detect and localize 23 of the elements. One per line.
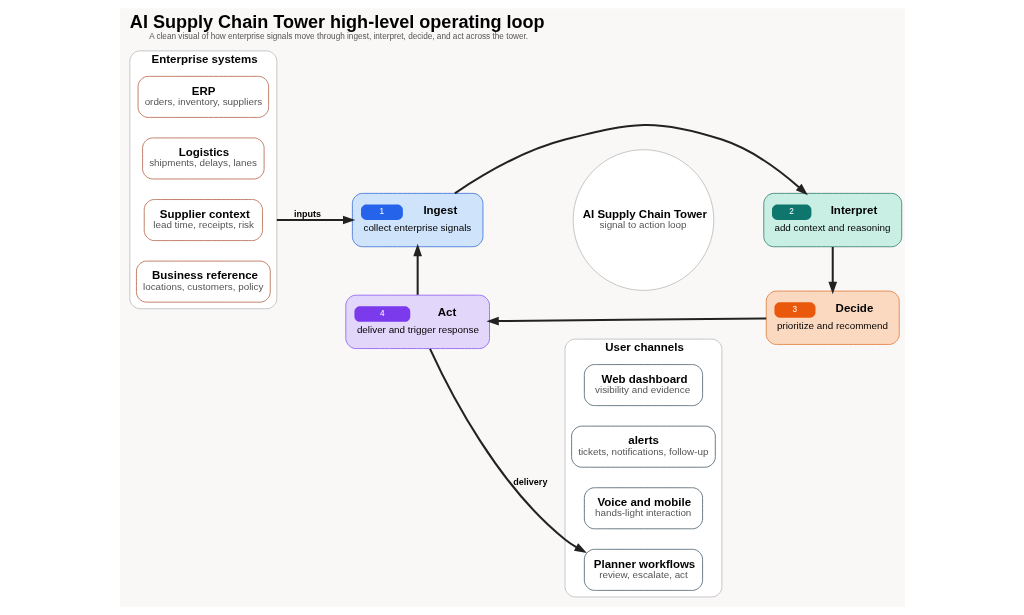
node-box: Voice and mobile hands-light interaction <box>583 487 703 530</box>
arrow <box>827 246 837 295</box>
node-box: 1 Ingest collect enterprise signals <box>351 192 483 248</box>
edge-label: delivery <box>512 477 547 488</box>
node-box: Web dashboard visibility and evidence <box>583 364 703 407</box>
caption: A clean visual of how enterprise signals move through ingest, interpret, decide, and act across the tower. <box>148 31 528 41</box>
node-box: ERP orders, inventory, suppliers <box>137 75 269 118</box>
arrow <box>453 123 808 196</box>
node-box: 4 Act deliver and trigger response <box>344 294 490 349</box>
arrow <box>276 215 355 225</box>
node-box: Logistics shipments, delays, lanes <box>141 137 265 180</box>
arrow <box>485 316 766 326</box>
diagram-title: AI Supply Chain Tower high-level operating loop <box>129 12 545 33</box>
node-circle: AI Supply Chain Tower signal to action loop <box>572 149 714 291</box>
node-box: 2 Interpret add context and reasoning <box>762 192 902 248</box>
node-box: Planner workflows review, escalate, act <box>583 548 703 591</box>
node-box: alerts tickets, notifications, follow-up <box>570 425 716 468</box>
arrow <box>412 243 422 295</box>
node-box: 3 Decide prioritize and recommend <box>765 290 900 345</box>
arrow <box>428 348 587 553</box>
edge-label: inputs <box>293 208 321 219</box>
node-box: Business reference locations, customers, policy <box>135 260 271 303</box>
node-box: Supplier context lead time, receipts, risk <box>143 199 263 241</box>
